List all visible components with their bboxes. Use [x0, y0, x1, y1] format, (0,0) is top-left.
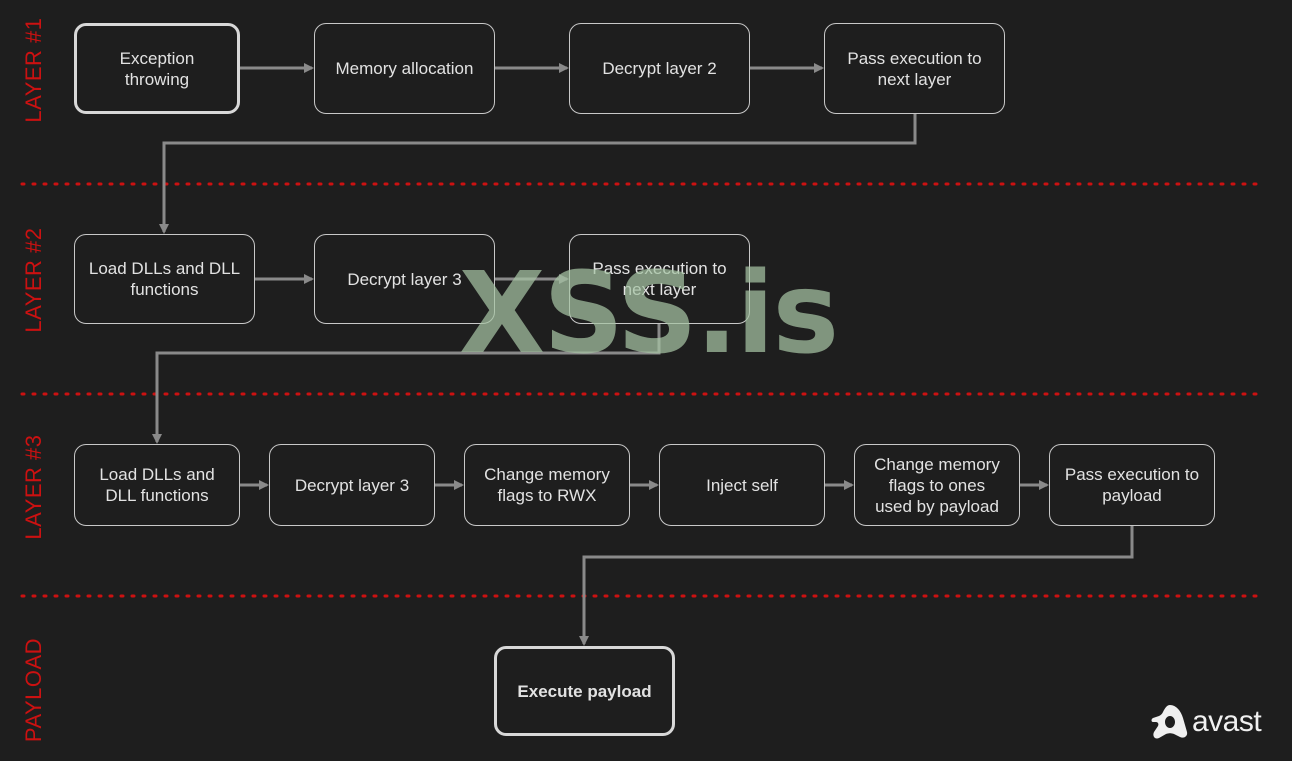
- node-decrypt-layer-3-layer-3: Decrypt layer 3: [269, 444, 435, 526]
- node-exception-throwing: Exception throwing: [74, 23, 240, 114]
- node-memory-allocation: Memory allocation: [314, 23, 495, 114]
- node-pass-execution-next-layer-1: Pass execution to next layer: [824, 23, 1005, 114]
- node-load-dlls-layer-2: Load DLLs and DLL functions: [74, 234, 255, 324]
- avast-logo-text: avast: [1192, 705, 1262, 738]
- arrow: [159, 114, 917, 234]
- node-decrypt-layer-2: Decrypt layer 2: [569, 23, 750, 114]
- avast-icon: [1151, 705, 1188, 739]
- lane-label-layer-2: LAYER #2: [21, 227, 46, 333]
- node-execute-payload: Execute payload: [494, 646, 675, 736]
- node-decrypt-layer-3-layer-2: Decrypt layer 3: [314, 234, 495, 324]
- node-inject-self: Inject self: [659, 444, 825, 526]
- watermark-text: XSS.is: [458, 249, 839, 379]
- lane-label-layer-1: LAYER #1: [21, 17, 46, 123]
- lane-label-layer-3: LAYER #3: [21, 434, 46, 540]
- node-change-memory-flags-payload: Change memory flags to ones used by payl…: [854, 444, 1020, 526]
- node-load-dlls-layer-3: Load DLLs and DLL functions: [74, 444, 240, 526]
- arrow: [152, 324, 661, 444]
- node-change-memory-flags-rwx: Change memory flags to RWX: [464, 444, 630, 526]
- node-pass-execution-payload: Pass execution to payload: [1049, 444, 1215, 526]
- avast-logo: avast: [1150, 700, 1280, 744]
- lane-label-payload: PAYLOAD: [21, 637, 46, 743]
- arrow: [579, 526, 1134, 646]
- node-pass-execution-next-layer-2: Pass execution to next layer: [569, 234, 750, 324]
